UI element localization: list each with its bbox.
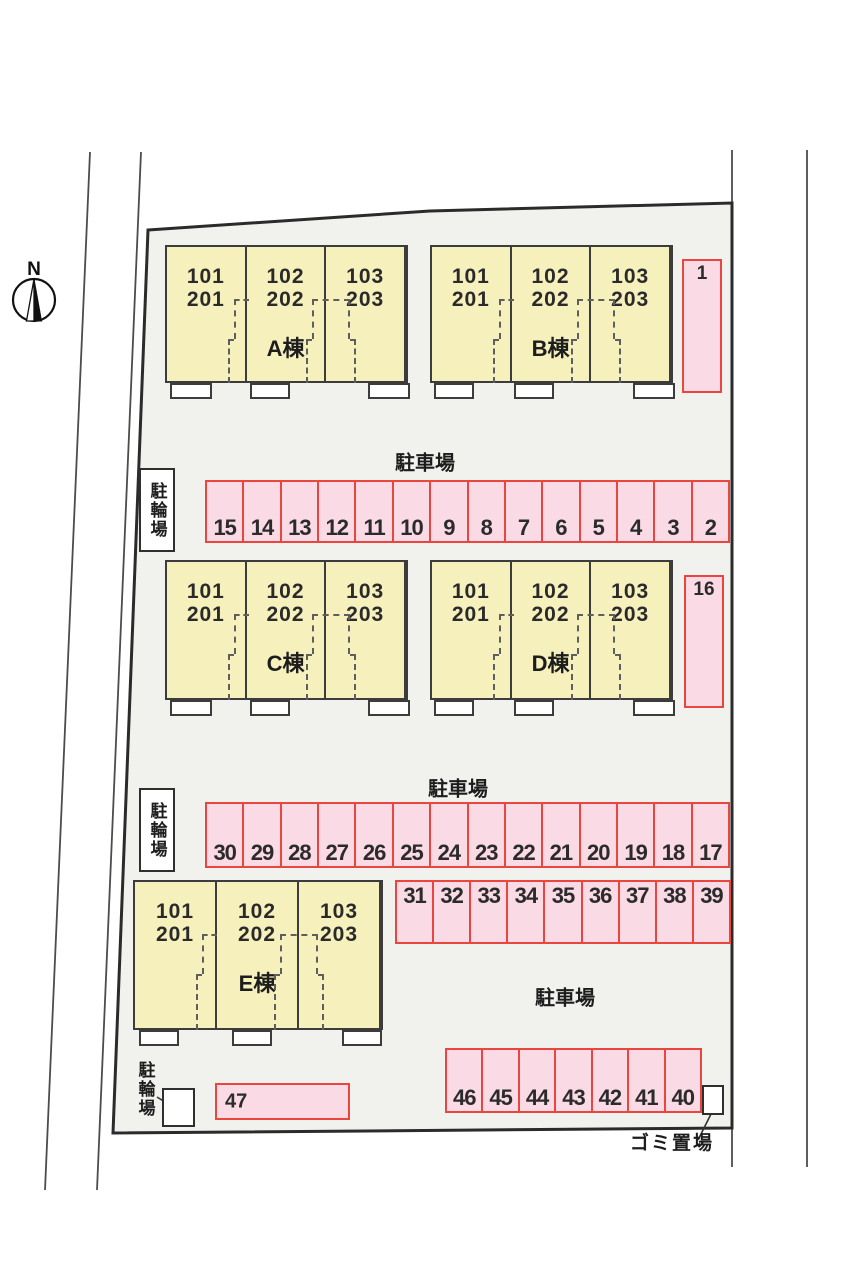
garbage-connector-line — [697, 1111, 713, 1141]
garbage-area-label: ゴミ置場 — [630, 1133, 715, 1154]
compass-needle-east — [33, 278, 43, 322]
compass-north-label: N — [27, 259, 41, 280]
road-line-left-outer — [44, 151, 91, 1191]
compass-icon: N — [11, 259, 57, 323]
site-boundary — [111, 201, 734, 1135]
road-line-left-inner — [96, 151, 142, 1191]
